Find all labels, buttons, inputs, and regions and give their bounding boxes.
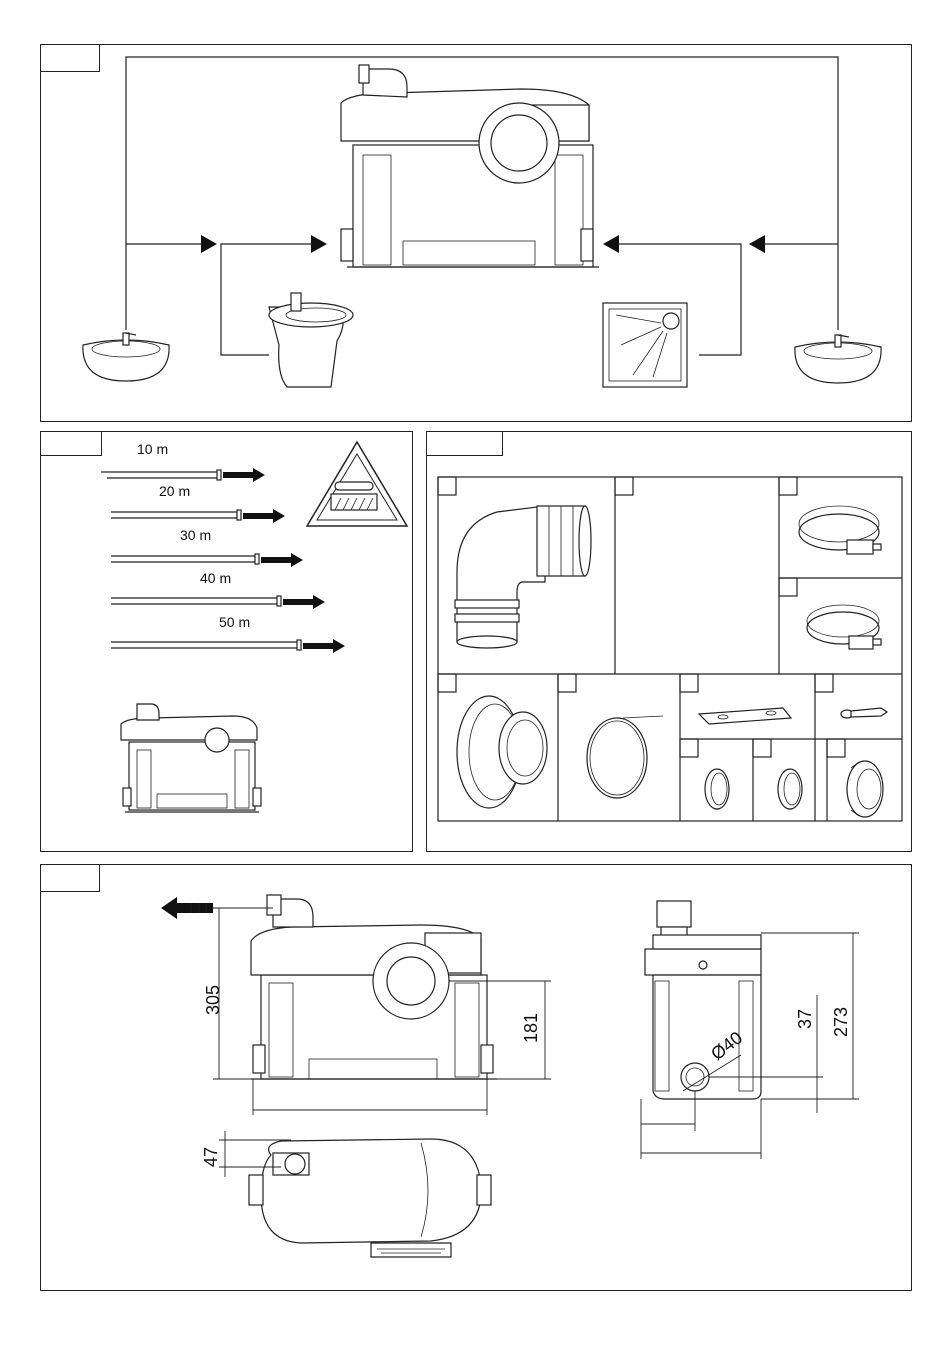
hose-clamp-icon [807, 605, 881, 649]
washbasin-icon [83, 333, 169, 381]
arrow-left-icon [603, 235, 619, 253]
pump-unit-icon [121, 704, 261, 812]
panel-discharge: 10 m 20 m 30 m 40 m 50 m [40, 431, 413, 852]
arrow-right-icon [243, 509, 285, 523]
distance-label: 40 m [200, 570, 231, 586]
connections-diagram [41, 45, 913, 423]
dimension-label: 273 [831, 1007, 851, 1037]
distance-label: 50 m [219, 614, 250, 630]
arrow-right-icon [303, 639, 345, 653]
screw-icon [841, 708, 887, 718]
dimension-label: 305 [203, 985, 223, 1015]
arrow-right-icon [261, 553, 303, 567]
pump-unit-icon [251, 895, 497, 1079]
dimension-label: 47 [201, 1147, 221, 1167]
pump-side-view-icon [645, 901, 761, 1099]
panel-connections [40, 44, 912, 422]
parts-diagram [427, 432, 913, 853]
discharge-diagram: 10 m 20 m 30 m 40 m 50 m [41, 432, 414, 853]
dimension-label: 37 [795, 1009, 815, 1029]
washbasin-icon [795, 335, 881, 383]
arrow-left-icon [749, 235, 765, 253]
ring-icon [778, 769, 802, 809]
arrow-right-icon [283, 595, 325, 609]
arrow-left-icon [161, 897, 213, 919]
elbow-connector-icon [455, 506, 591, 648]
ring-icon [705, 769, 729, 809]
nut-icon [847, 761, 883, 817]
arrow-right-icon [311, 235, 327, 253]
dimensions-diagram: 305 181 47 [41, 865, 913, 1292]
bracket-plate-icon [699, 708, 791, 724]
rubber-sleeve-icon [457, 696, 547, 808]
dimension-label: 181 [521, 1013, 541, 1043]
hose-clamp-icon [799, 506, 881, 554]
shower-icon [603, 303, 687, 387]
arrow-right-icon [201, 235, 217, 253]
panel-parts [426, 431, 912, 852]
panel-dimensions: 305 181 47 [40, 864, 912, 1291]
distance-label: 10 m [137, 441, 168, 457]
distance-label: 30 m [180, 527, 211, 543]
toilet-icon [269, 293, 353, 387]
arrow-right-icon [223, 468, 265, 482]
seal-ring-icon [587, 716, 663, 798]
pump-unit-icon [341, 65, 599, 267]
distance-label: 20 m [159, 483, 190, 499]
warning-triangle-icon [307, 442, 407, 526]
pump-top-view-icon [249, 1139, 491, 1257]
